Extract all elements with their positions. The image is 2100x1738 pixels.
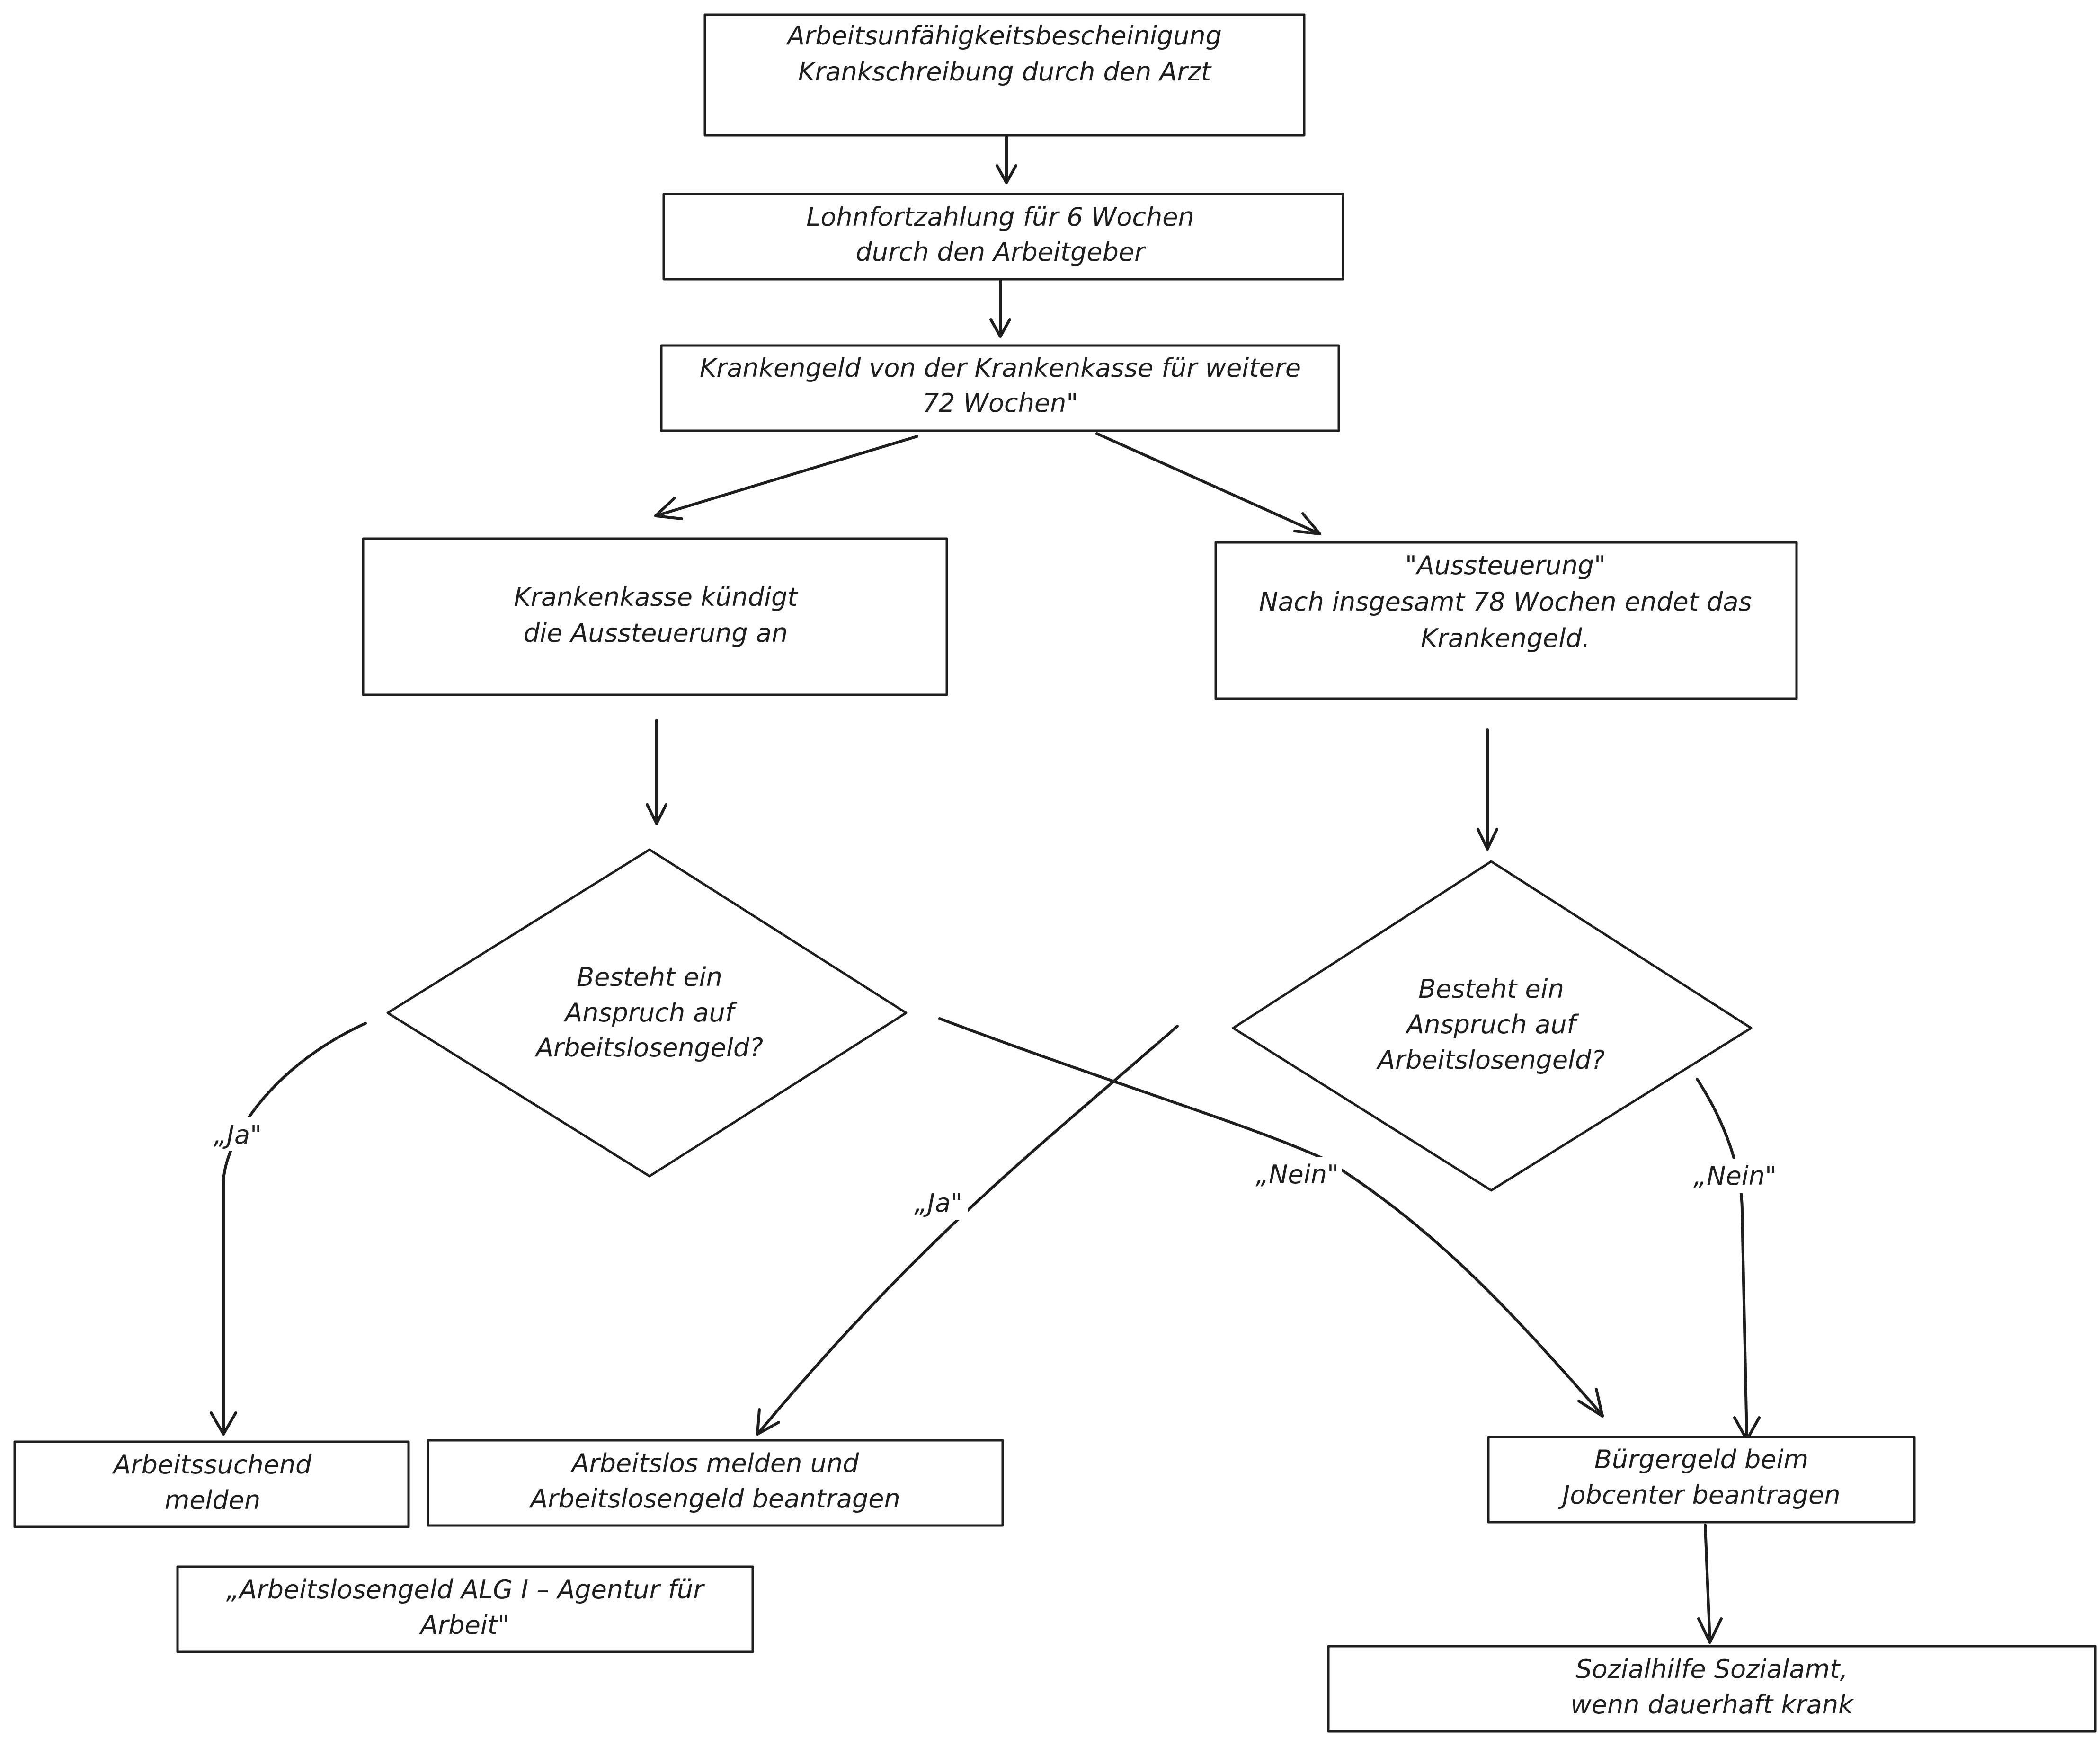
node-line: Arbeitsunfähigkeitsbescheinigung [786, 21, 1222, 51]
edge-n3-n5 [1095, 432, 1321, 535]
edge-n2-n3 [989, 279, 1011, 338]
edge-n5-d2 [1477, 728, 1498, 851]
node-line: Krankengeld. [1421, 623, 1590, 653]
node-line: durch den Arbeitgeber [856, 237, 1146, 267]
edge-n4-d1 [646, 719, 667, 825]
edge-label-nein-left: „Nein" [1250, 1157, 1342, 1191]
decision-line: Anspruch auf [563, 998, 737, 1028]
node-aussteuerung: "Aussteuerung" Nach insgesamt 78 Wochen … [1214, 541, 1798, 700]
node-line: Jobcenter beantragen [1558, 1480, 1840, 1510]
edges [210, 136, 1761, 1644]
node-line: Arbeitssuchend [112, 1450, 312, 1480]
decision-line: Anspruch auf [1405, 1010, 1579, 1039]
edge-label-text: „Nein" [1255, 1160, 1339, 1189]
node-line: 72 Wochen" [923, 388, 1078, 418]
node-arbeitslos-melden: Arbeitslos melden und Arbeitslosengeld b… [427, 1439, 1004, 1527]
edge-label-text: „Ja" [214, 1120, 262, 1150]
edge-d2-r4 [1696, 1078, 1761, 1441]
edge-label-text: „Ja" [914, 1188, 962, 1218]
node-line: wenn dauerhaft krank [1571, 1690, 1854, 1720]
node-krankenkasse-kuendigt: Krankenkasse kündigt die Aussteuerung an [362, 537, 948, 696]
node-arbeitssuchend: Arbeitssuchend melden [13, 1440, 410, 1528]
edge-n1-n2 [996, 136, 1017, 184]
node-alg-agentur: „Arbeitslosengeld ALG I – Agentur für Ar… [176, 1565, 754, 1653]
edge-label-ja-left: „Ja" [204, 1117, 265, 1151]
decision-line: Besteht ein [577, 962, 722, 992]
decision-anspruch-right: Besteht ein Anspruch auf Arbeitslosengel… [1232, 860, 1753, 1192]
node-line: Lohnfortzahlung für 6 Wochen [806, 202, 1194, 232]
edge-label-nein-right: „Nein" [1688, 1159, 1780, 1193]
node-line: "Aussteuerung" [1405, 550, 1606, 580]
node-line: Arbeitslos melden und [570, 1448, 859, 1478]
node-line: Bürgergeld beim [1594, 1445, 1808, 1474]
node-line: Sozialhilfe Sozialamt, [1575, 1654, 1848, 1684]
edge-n3-n4 [654, 435, 918, 520]
node-line: Krankengeld von der Krankenkasse für wei… [700, 353, 1301, 383]
node-arbeitsunfaehigkeit: Arbeitsunfähigkeitsbescheinigung Kranksc… [703, 13, 1306, 137]
node-krankengeld: Krankengeld von der Krankenkasse für wei… [660, 344, 1340, 432]
edge-label-ja-right: „Ja" [907, 1186, 968, 1220]
decision-line: Arbeitslosengeld? [1376, 1045, 1605, 1075]
edge-d1-r1 [210, 1022, 367, 1436]
node-line: Krankschreibung durch den Arzt [798, 57, 1212, 87]
edge-r4-r5 [1697, 1524, 1723, 1644]
node-line: Arbeit" [419, 1610, 509, 1640]
node-line: die Aussteuerung an [524, 618, 788, 648]
node-line: Arbeitslosengeld beantragen [529, 1484, 900, 1514]
edge-d2-r2 [756, 1025, 1179, 1436]
edge-labels: „Ja" „Nein" „Ja" „Nein" [204, 1117, 1780, 1220]
decision-line: Arbeitslosengeld? [534, 1033, 763, 1063]
decision-line: Besteht ein [1418, 974, 1564, 1004]
decision-anspruch-left: Besteht ein Anspruch auf Arbeitslosengel… [386, 848, 908, 1178]
nodes: Arbeitsunfähigkeitsbescheinigung Kranksc… [13, 13, 2097, 1733]
node-line: melden [165, 1485, 261, 1515]
node-line: „Arbeitslosengeld ALG I – Agentur für [226, 1575, 705, 1605]
node-sozialhilfe: Sozialhilfe Sozialamt, wenn dauerhaft kr… [1327, 1645, 2097, 1733]
node-buergergeld: Bürgergeld beim Jobcenter beantragen [1487, 1436, 1916, 1524]
node-line: Krankenkasse kündigt [514, 582, 798, 612]
node-lohnfortzahlung: Lohnfortzahlung für 6 Wochen durch den A… [662, 193, 1344, 281]
node-line: Nach insgesamt 78 Wochen endet das [1259, 587, 1752, 617]
edge-label-text: „Nein" [1693, 1161, 1777, 1191]
